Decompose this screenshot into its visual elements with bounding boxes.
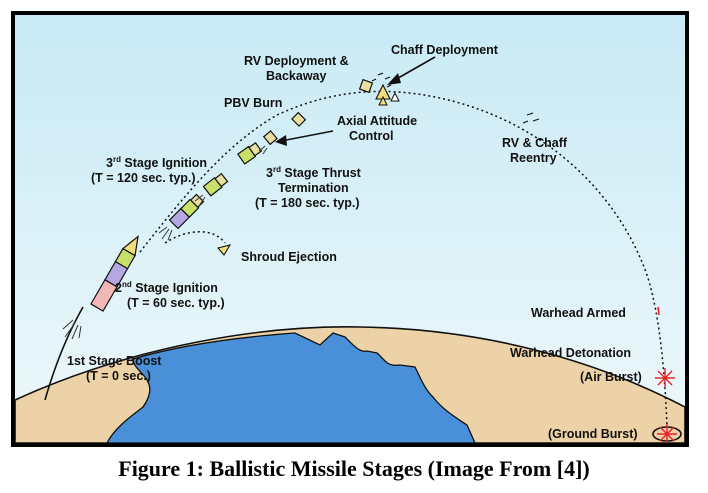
third-stage (202, 172, 229, 197)
pbv-bus (262, 130, 278, 146)
label-air-burst: (Air Burst) (580, 370, 642, 384)
pbv-thrust-lines (258, 145, 268, 155)
axial-attitude-arrow (275, 130, 334, 146)
third-stage-terminated (236, 142, 263, 165)
chaff-deployment-arrow (387, 56, 436, 85)
diagram-frame: Chaff Deployment RV Deployment & Backawa… (11, 11, 689, 447)
label-third-stage-thrust: 3rd Stage Thrust (266, 165, 362, 180)
label-chaff-deployment: Chaff Deployment (391, 43, 499, 57)
pbv-burn-unit (291, 111, 307, 127)
chaff-particles (371, 72, 392, 88)
label-third-stage-termination: Termination (278, 181, 349, 195)
label-first-stage-boost: 1st Stage Boost (67, 354, 162, 368)
missile-full-stack (90, 235, 139, 312)
reentry-chaff-particles (522, 112, 540, 124)
label-warhead-armed: Warhead Armed (531, 306, 626, 320)
label-second-stage-ignition-time: (T = 60 sec. typ.) (127, 296, 225, 310)
ballistic-trajectory (139, 90, 668, 428)
label-ground-burst: (Ground Burst) (548, 427, 638, 441)
second-stage-stack (168, 193, 205, 230)
label-third-stage-ignition: 3rd Stage Ignition (106, 155, 207, 170)
label-rv-deployment-line1: RV Deployment & (244, 54, 349, 68)
warhead-armed-marker (657, 306, 660, 316)
ground-burst-icon (652, 424, 682, 443)
label-rv-chaff-line1: RV & Chaff (502, 136, 568, 150)
label-pbv-burn: PBV Burn (224, 96, 282, 110)
shroud-piece-icon (217, 244, 232, 256)
label-third-stage-ignition-time: (T = 120 sec. typ.) (91, 171, 196, 185)
boost-trajectory (44, 306, 84, 401)
ballistic-missile-diagram: Chaff Deployment RV Deployment & Backawa… (15, 15, 685, 443)
label-shroud-ejection: Shroud Ejection (241, 250, 337, 264)
label-axial-attitude-line1: Axial Attitude (337, 114, 417, 128)
label-rv-deployment-line2: Backaway (266, 69, 327, 83)
label-first-stage-boost-time: (T = 0 sec.) (86, 369, 151, 383)
label-axial-attitude-line2: Control (349, 129, 393, 143)
label-rv-chaff-line2: Reentry (510, 151, 557, 165)
label-warhead-detonation: Warhead Detonation (510, 346, 631, 360)
label-third-stage-termination-time: (T = 180 sec. typ.) (255, 196, 360, 210)
earth-ocean (106, 332, 476, 443)
third-stage-exhaust (194, 194, 206, 207)
first-stage-exhaust (62, 319, 82, 340)
figure-caption: Figure 1: Ballistic Missile Stages (Imag… (118, 456, 590, 481)
label-second-stage-ignition: 2nd Stage Ignition (115, 280, 218, 295)
air-burst-icon (655, 368, 675, 388)
second-stage-exhaust (158, 226, 173, 241)
shroud-trajectory (164, 231, 226, 244)
small-rv-icon (390, 91, 400, 102)
rv-deployment (358, 78, 391, 106)
